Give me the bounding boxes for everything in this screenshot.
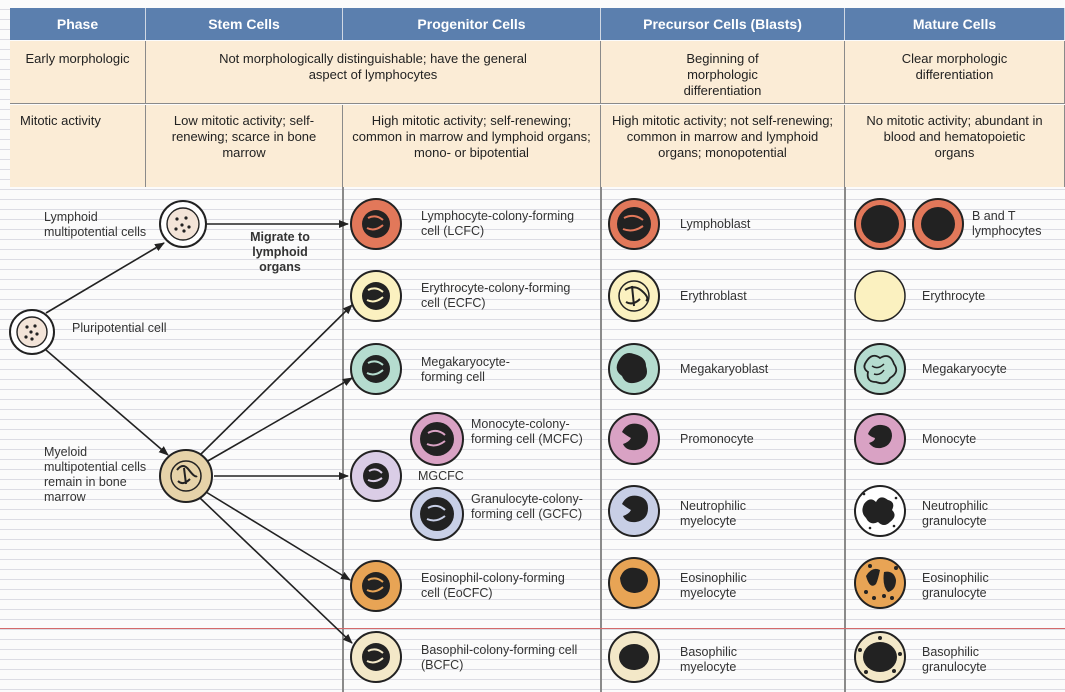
myeloid-stem-cell-icon [159,449,213,503]
neutrophilic-myelocyte-icon [608,485,660,537]
megakaryoblast-icon [608,343,660,395]
pluripotential-cell-icon [9,309,55,355]
neutrophilic-myelocyte-label: Neutrophilic myelocyte [680,499,747,528]
lymphoblast-label: Lymphoblast [680,217,751,231]
lcfc-cell-icon [350,198,402,250]
myeloid-stem-label: Myeloid multipotential cells remain in b… [44,445,147,504]
divider-precursor [600,187,602,692]
monocyte-icon [854,413,906,465]
arrow-pluri-to-myeloid [45,349,169,456]
row-mitotic-stem: Low mitotic activity; self-renewing; sca… [146,105,343,187]
erythrocyte-icon [854,270,906,322]
neutrophilic-granulocyte-icon [854,485,906,537]
monocyte-label: Monocyte [922,432,977,446]
row-mitotic-mature: No mitotic activity; abundant in blood a… [845,105,1065,187]
row-mitotic-label: Mitotic activity [10,105,146,187]
mcfc-cell-icon [410,412,464,466]
lcfc-label: Lymphocyte-colony-forming cell (LCFC) [421,209,575,238]
basophilic-granulocyte-icon [854,631,906,683]
promonocyte-icon [608,413,660,465]
header-precursor: Precursor Cells (Blasts) [601,8,845,40]
red-rule [0,628,1065,629]
megakaryocyte-label: Megakaryocyte [922,362,1007,376]
divider-progenitor [342,187,344,692]
arrow-to-bcfc [199,497,353,644]
megakaryoblast-label: Megakaryoblast [680,362,769,376]
arrow-to-ecfc [199,304,353,456]
row-morph-precursor: Beginning of morphologic differentiation [601,41,845,104]
eocfc-cell-icon [350,560,402,612]
eocfc-label: Eosinophil-colony-forming cell (EoCFC) [421,571,565,600]
eosinophilic-granulocyte-icon [854,557,906,609]
header-mature: Mature Cells [845,8,1065,40]
header-progenitor: Progenitor Cells [343,8,601,40]
eosinophilic-granulocyte-label: Eosinophilic granulocyte [922,571,989,600]
gcfc-label: Granulocyte-colony-forming cell (GCFC) [471,492,583,521]
bt-lymphocytes-label: B and T lymphocytes [972,209,1042,238]
pluripotential-label: Pluripotential cell [72,321,167,335]
mgcfc-cell-icon [350,450,402,502]
row-morph-mature: Clear morphologic differentiation [845,41,1065,104]
bcfc-cell-icon [350,631,402,683]
ecfc-label: Erythrocyte-colony-forming cell (ECFC) [421,281,571,310]
row-mitotic-progenitor: High mitotic activity; self-renewing; co… [343,105,601,187]
row-morph-label: Early morphologic [10,41,146,104]
basophilic-myelocyte-icon [608,631,660,683]
mcfc-label: Monocyte-colony-forming cell (MCFC) [471,417,583,446]
arrow-to-eocfc [205,491,351,581]
lymphoblast-icon [608,198,660,250]
meg-forming-label: Megakaryocyte-forming cell [421,355,510,384]
basophilic-myelocyte-label: Basophilic myelocyte [680,645,737,674]
lymphoid-stem-cell-icon [159,200,207,248]
bcfc-label: Basophil-colony-forming cell (BCFC) [421,643,578,672]
row-morph-stem-progenitor: Not morphologically distinguishable; hav… [146,41,601,104]
ecfc-cell-icon [350,270,402,322]
eosinophilic-myelocyte-label: Eosinophilic myelocyte [680,571,747,600]
lymphoid-stem-label: Lymphoid multipotential cells [44,210,147,239]
basophilic-granulocyte-label: Basophilic granulocyte [922,645,987,674]
neutrophilic-granulocyte-label: Neutrophilic granulocyte [922,499,989,528]
gcfc-cell-icon [410,487,464,541]
header-phase: Phase [10,8,146,40]
megakaryocyte-forming-cell-icon [350,343,402,395]
eosinophilic-myelocyte-icon [608,557,660,609]
row-mitotic-precursor: High mitotic activity; not self-renewing… [601,105,845,187]
arrow-to-meg [205,377,353,463]
b-lymphocyte-icon [854,198,906,250]
t-lymphocyte-icon [912,198,964,250]
erythrocyte-label: Erythrocyte [922,289,986,303]
migrate-label: Migrate to lymphoid organs [250,230,310,274]
mgcfc-label: MGCFC [418,469,464,483]
divider-mature [844,187,846,692]
promonocyte-label: Promonocyte [680,432,754,446]
megakaryocyte-icon [854,343,906,395]
header-stem: Stem Cells [146,8,343,40]
arrow-pluri-to-lymphoid [45,242,165,314]
erythroblast-icon [608,270,660,322]
erythroblast-label: Erythroblast [680,289,747,303]
